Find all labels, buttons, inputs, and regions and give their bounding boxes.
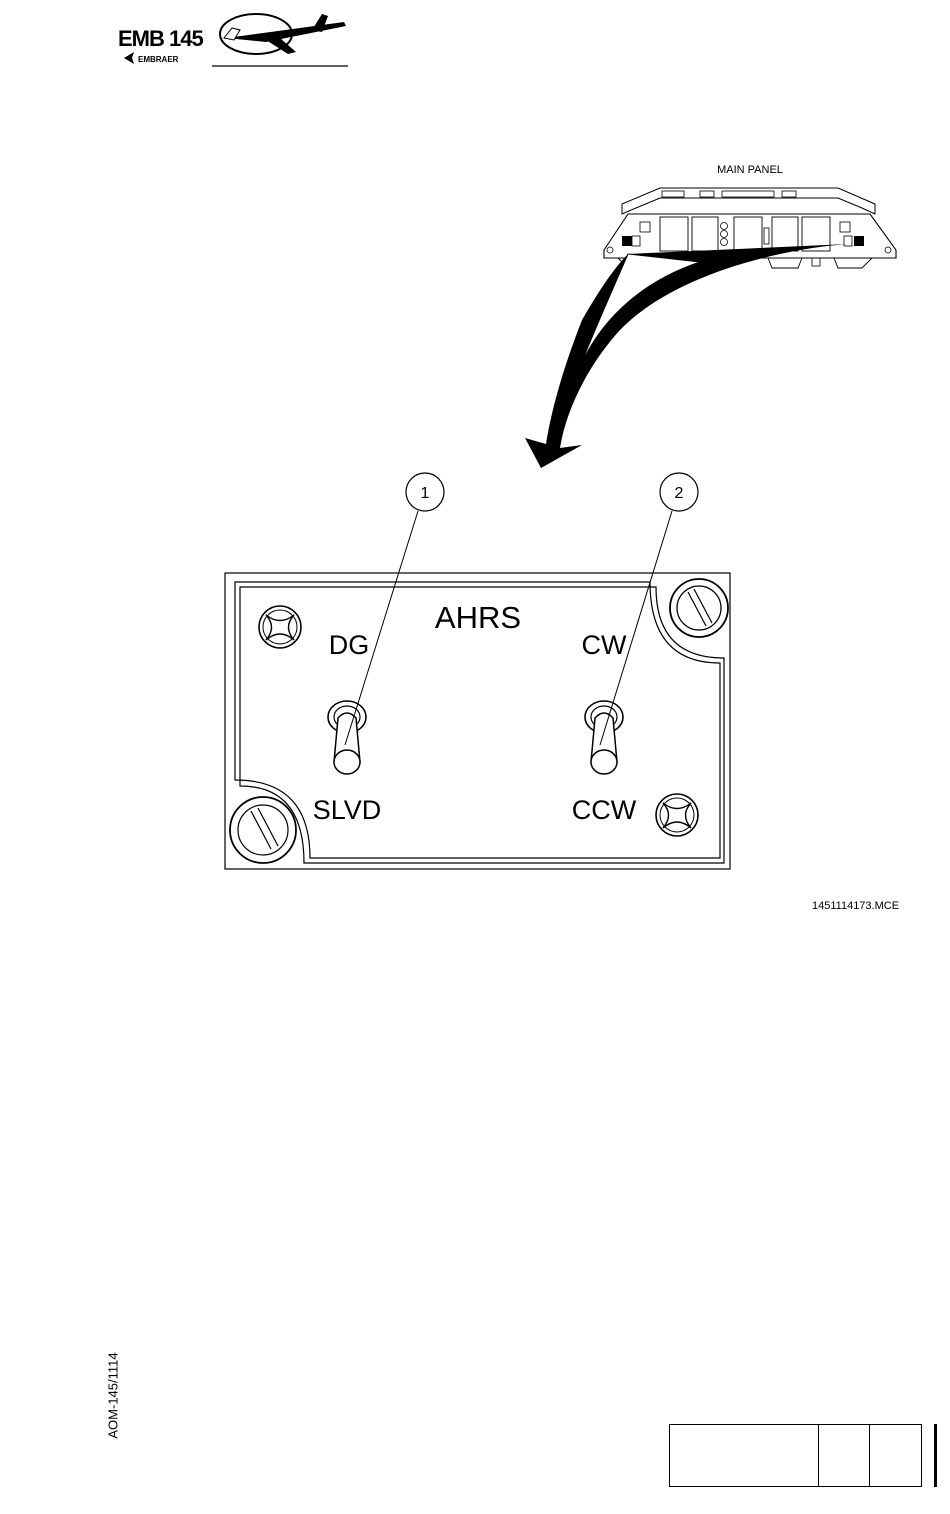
slotted-screw-icon (230, 797, 296, 863)
phillips-screw-icon (259, 606, 301, 648)
figure-id: 1451114173.MCE (812, 900, 899, 912)
revision-cell (670, 1425, 819, 1486)
switch-2-top-label: CW (582, 630, 627, 660)
logo-brand-text: EMBRAER (138, 55, 179, 64)
revision-box (669, 1424, 922, 1487)
callout-1-number: 1 (421, 485, 430, 502)
switch-2-bottom-label: CCW (572, 795, 637, 825)
callout-2-number: 2 (675, 485, 684, 502)
main-panel-label: MAIN PANEL (717, 164, 783, 176)
phillips-screw-icon (656, 794, 698, 836)
change-bar (934, 1424, 937, 1487)
revision-cell (819, 1425, 870, 1486)
panel-title: AHRS (435, 600, 521, 635)
switch-1-bottom-label: SLVD (313, 795, 382, 825)
embraer-emb145-logo: EMB 145 EMBRAER (116, 8, 352, 68)
revision-cell (870, 1425, 921, 1486)
slotted-screw-icon (670, 579, 728, 637)
document-code: AOM-145/1114 (106, 1341, 121, 1451)
switch-1-top-label: DG (329, 630, 370, 660)
location-arrow (525, 244, 848, 468)
logo-model-text: EMB 145 (118, 26, 203, 51)
logo-aircraft-icon (220, 14, 346, 54)
ahrs-panel-figure: MAIN PANEL (0, 150, 950, 880)
embraer-arrow-icon (124, 52, 134, 64)
